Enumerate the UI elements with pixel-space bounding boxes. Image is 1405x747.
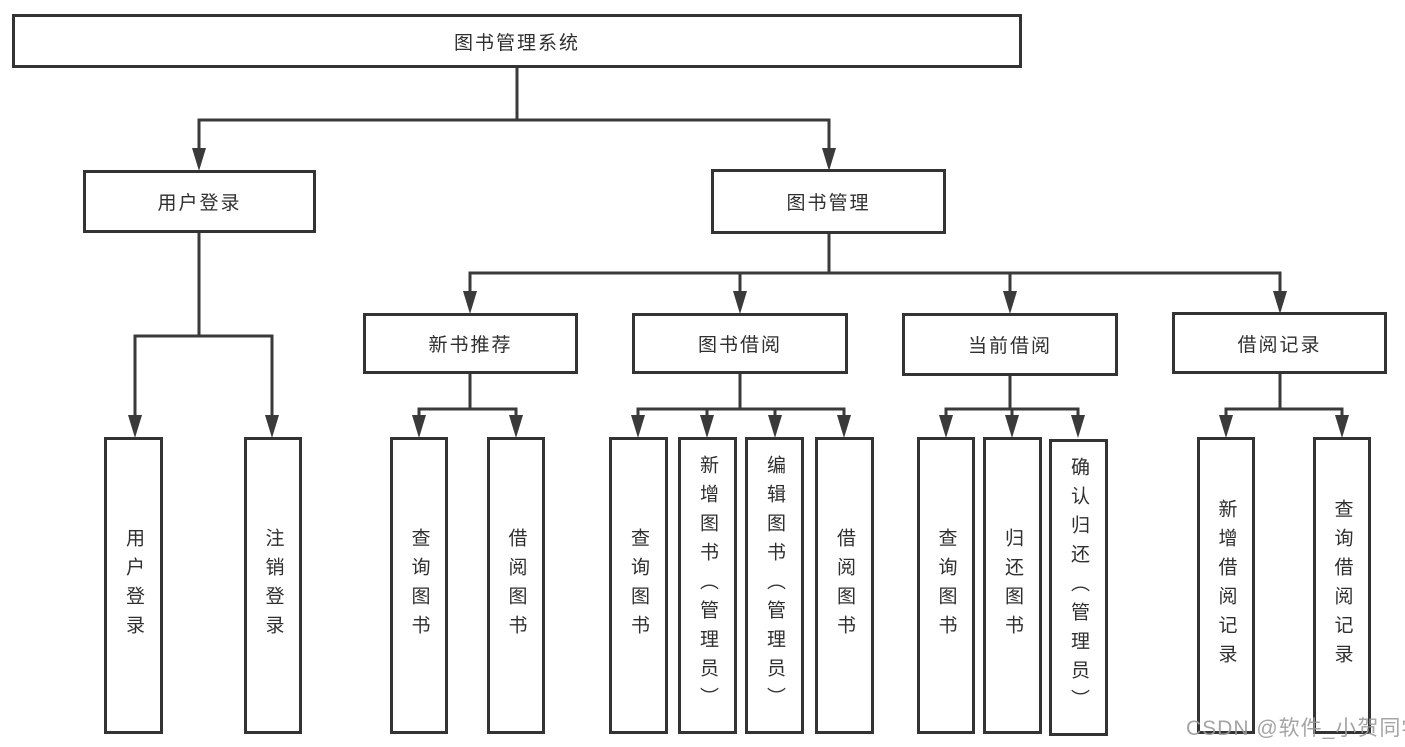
- node-book-borrowing-label: 图书借阅: [697, 335, 782, 356]
- leaf-query-borrow-record-label: 查询借阅记录: [1331, 498, 1353, 673]
- leaf-borrowing-query-books-label: 查询图书: [628, 527, 649, 644]
- leaf-add-borrow-record: 新增借阅记录: [1197, 437, 1255, 734]
- leaf-user-login-label: 用户登录: [123, 527, 144, 644]
- node-book-management-label: 图书管理: [786, 193, 871, 214]
- leaf-borrowing-borrow-books: 借阅图书: [815, 437, 874, 734]
- leaf-recommend-query-books: 查询图书: [390, 437, 448, 734]
- leaf-edit-books-admin-label: 编辑图书（管理员）: [764, 455, 785, 716]
- leaf-confirm-return-admin-label: 确认归还（管理员）: [1068, 457, 1089, 718]
- node-user-login-label: 用户登录: [157, 193, 242, 214]
- node-borrow-records: 借阅记录: [1172, 312, 1387, 374]
- node-new-book-recommend-label: 新书推荐: [428, 335, 513, 356]
- leaf-add-books-admin-label: 新增图书（管理员）: [697, 455, 718, 716]
- leaf-current-query-books-label: 查询图书: [935, 527, 957, 644]
- node-root-system-label: 图书管理系统: [453, 32, 580, 54]
- leaf-recommend-query-books-label: 查询图书: [408, 527, 430, 644]
- node-user-login: 用户登录: [83, 170, 316, 233]
- node-current-borrowing: 当前借阅: [902, 313, 1118, 376]
- leaf-query-borrow-record: 查询借阅记录: [1313, 437, 1371, 734]
- node-current-borrowing-label: 当前借阅: [967, 336, 1052, 357]
- node-book-borrowing: 图书借阅: [632, 313, 848, 374]
- leaf-recommend-borrow-books: 借阅图书: [487, 437, 545, 734]
- leaf-logout-label: 注销登录: [262, 527, 284, 644]
- csdn-watermark: CSDN @软件_小贺同学: [1186, 717, 1405, 740]
- leaf-add-borrow-record-label: 新增借阅记录: [1215, 498, 1237, 673]
- leaf-confirm-return-admin: 确认归还（管理员）: [1049, 439, 1108, 736]
- leaf-user-login: 用户登录: [104, 437, 163, 734]
- leaf-return-books: 归还图书: [983, 437, 1042, 734]
- node-root-system: 图书管理系统: [12, 14, 1022, 68]
- leaf-current-query-books: 查询图书: [917, 437, 975, 734]
- node-book-management: 图书管理: [711, 169, 946, 234]
- leaf-logout: 注销登录: [244, 437, 302, 734]
- node-borrow-records-label: 借阅记录: [1237, 334, 1322, 356]
- leaf-return-books-label: 归还图书: [1002, 527, 1023, 644]
- leaf-edit-books-admin: 编辑图书（管理员）: [745, 437, 804, 734]
- leaf-recommend-borrow-books-label: 借阅图书: [505, 527, 527, 644]
- leaf-borrowing-query-books: 查询图书: [609, 437, 668, 734]
- leaf-borrowing-borrow-books-label: 借阅图书: [834, 527, 855, 644]
- leaf-add-books-admin: 新增图书（管理员）: [678, 437, 737, 734]
- node-new-book-recommend: 新书推荐: [363, 313, 578, 374]
